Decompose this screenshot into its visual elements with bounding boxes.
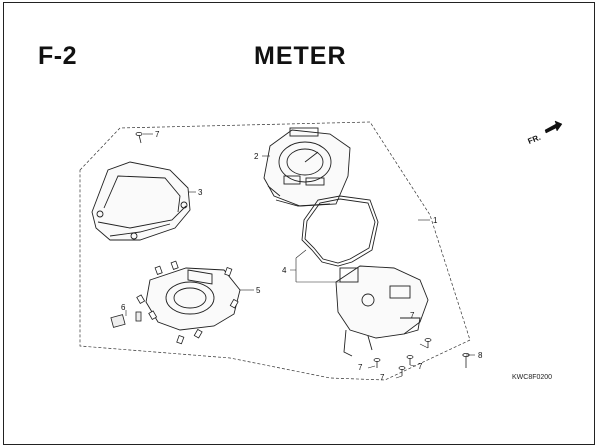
callout-8: 8: [478, 351, 483, 360]
upper-cover-part: [91, 161, 191, 241]
callout-7-top: 7: [155, 130, 160, 139]
callout-7-bottom: 7: [380, 373, 385, 382]
page-border: [3, 2, 595, 445]
callout-2: 2: [254, 152, 259, 161]
meter-unit-part: [263, 127, 351, 207]
bulb-sockets: [136, 260, 239, 345]
callout-7-right: 7: [410, 311, 415, 320]
connector-part: [110, 311, 142, 328]
meter-case-part: [335, 265, 429, 357]
callout-7-left: 7: [358, 363, 363, 372]
front-direction-arrow: FR.: [527, 120, 563, 146]
callout-1: 1: [433, 216, 438, 225]
callout-4: 4: [282, 266, 287, 275]
callout-3: 3: [198, 188, 203, 197]
lower-case-part: [145, 267, 241, 331]
leader-lines: [125, 133, 475, 379]
page-title: METER: [254, 42, 347, 70]
screw-top: [135, 131, 143, 144]
front-direction-label: FR.: [527, 133, 542, 146]
assembly-boundary: [79, 121, 471, 381]
section-code: F-2: [38, 42, 77, 70]
gasket-part: [301, 195, 379, 267]
callout-5: 5: [256, 286, 261, 295]
callout-7-lower-right: 7: [418, 362, 423, 371]
figure-code: KWC8F0200: [512, 374, 553, 381]
callout-6: 6: [121, 303, 126, 312]
